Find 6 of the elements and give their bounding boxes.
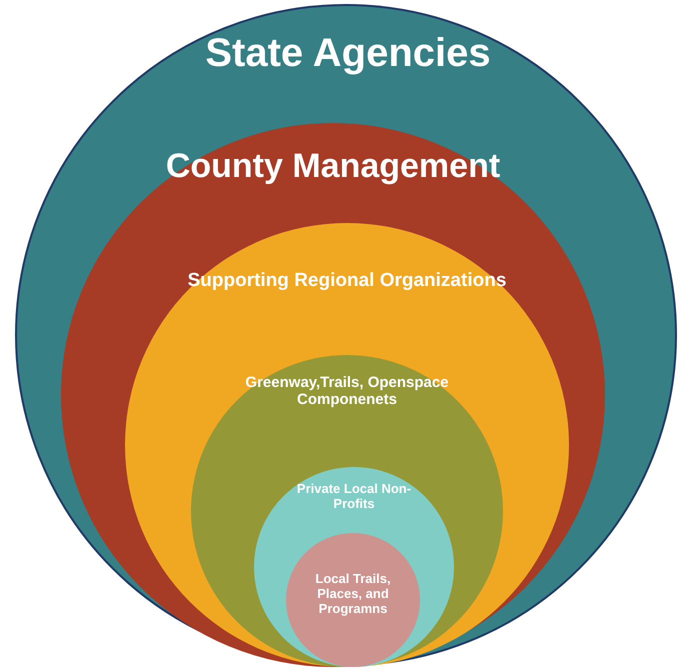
ring-label: State Agencies [204, 30, 492, 76]
ring-label: Supporting Regional Organizations [186, 270, 508, 292]
ring-label: Greenway,Trails, Openspace Componenets [244, 374, 450, 408]
ring-label: Local Trails, Places, and Programns [314, 572, 392, 617]
ring-label: County Management [164, 147, 502, 186]
ring-label: Private Local Non-Profits [296, 482, 412, 512]
